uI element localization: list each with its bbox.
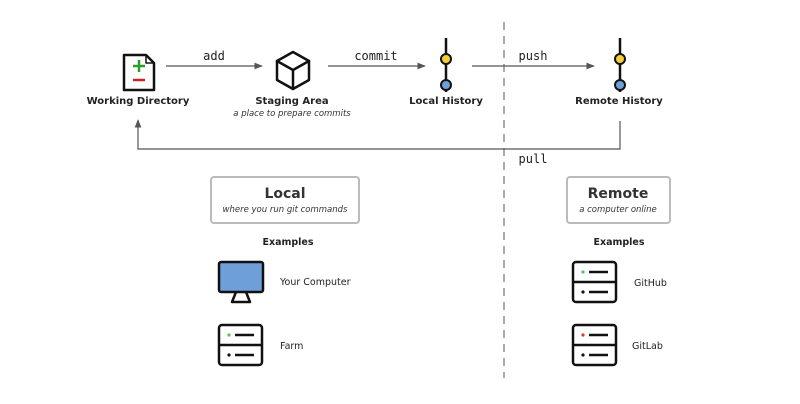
working-directory-label: Working Directory bbox=[87, 96, 190, 107]
remote-subtitle: a computer online bbox=[579, 205, 657, 215]
local-history-label: Local History bbox=[409, 96, 483, 107]
local-box: Local where you run git commands bbox=[210, 176, 360, 224]
server-icon bbox=[571, 323, 618, 367]
example-your-computer: Your Computer bbox=[279, 277, 351, 288]
staging-area-subtitle: a place to prepare commits bbox=[233, 109, 351, 119]
cube-icon bbox=[275, 50, 311, 91]
remote-commit-chain-icon bbox=[614, 38, 626, 92]
add-command-label: add bbox=[203, 49, 225, 63]
push-command-label: push bbox=[519, 49, 548, 63]
local-examples-heading: Examples bbox=[262, 237, 313, 248]
remote-examples-heading: Examples bbox=[593, 237, 644, 248]
local-subtitle: where you run git commands bbox=[223, 205, 349, 215]
file-diff-icon bbox=[122, 53, 156, 92]
commit-command-label: commit bbox=[354, 49, 397, 63]
server-icon bbox=[571, 260, 618, 304]
server-icon bbox=[217, 323, 264, 367]
local-commit-chain-icon bbox=[440, 38, 452, 92]
monitor-icon bbox=[217, 260, 265, 304]
example-farm: Farm bbox=[280, 341, 303, 352]
remote-box: Remote a computer online bbox=[566, 176, 671, 224]
local-title: Local bbox=[264, 186, 305, 202]
example-gitlab: GitLab bbox=[632, 341, 663, 352]
remote-history-label: Remote History bbox=[575, 96, 663, 107]
pull-command-label: pull bbox=[519, 152, 548, 166]
pull-arrow bbox=[134, 119, 621, 150]
staging-area-label: Staging Area bbox=[255, 96, 328, 107]
example-github: GitHub bbox=[634, 278, 667, 289]
remote-title: Remote bbox=[588, 186, 649, 202]
